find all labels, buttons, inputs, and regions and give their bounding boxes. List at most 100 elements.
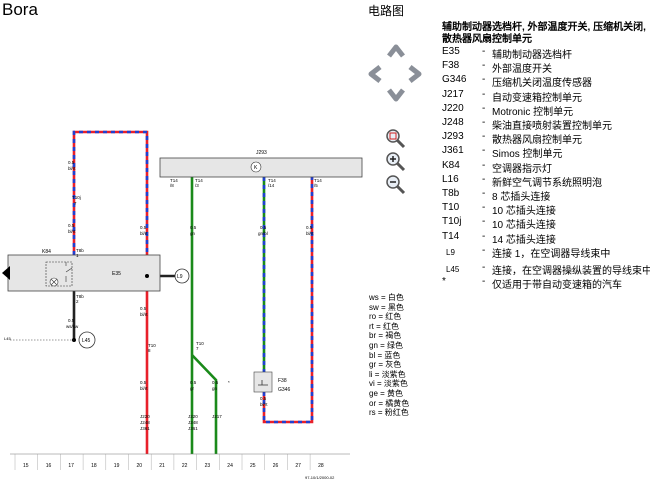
wire-label-t10-b: T10 [196,341,204,346]
wire-label-star: * [228,380,230,385]
legend-separator: - [482,117,486,128]
wire-label-t10j-pin: 7 [74,201,77,206]
wire-color-code: gr [369,360,377,370]
grid-number: 18 [91,463,97,469]
legend-code: E35 [442,46,460,57]
wire-label-w-g-size: 0.5 [190,225,197,230]
wire-label-t8b-top-pin: 1 [76,253,79,258]
e35-unit-box [7,254,161,292]
legend-code: G346 [442,74,467,86]
legend-separator: - [482,275,486,287]
grid-number: 16 [46,463,52,469]
wire-color-code: rt [369,321,374,331]
pan-up-icon[interactable] [386,42,406,60]
wire-label-w-l-color: gn [212,386,218,391]
wire-color-row: rs = 粉红色 [369,408,409,418]
wire-label-dest-1b: J248 [140,420,150,425]
l45-left-label: L45 [4,336,11,341]
l9-connector [174,268,190,284]
wire-top-loop-stripe [72,130,149,276]
legend-separator: - [482,173,486,185]
wire-label-w-h-size: 0.5 [260,225,267,230]
legend-description: 自动变速箱控制单元 [492,92,582,104]
legend-code: J248 [442,117,464,128]
wire-color-name: 褐色 [385,331,402,341]
wire-label-w-k-color: gr [190,386,195,391]
wire-label-t10j: T10j [72,195,81,200]
wire-label-t14-3: T14 [268,178,276,183]
legend-description: Motronic 控制单元 [492,106,574,118]
legend-description: 10 芯插头连接 [492,206,556,218]
wire-label-t14-4-pin: /5 [314,183,318,188]
legend-code: F38 [442,60,460,72]
wire-label-w-b-color: bl/rt [68,229,76,234]
grid-number: 20 [137,463,143,469]
wire-color-name: 白色 [387,293,404,302]
legend-code: T14 [442,230,460,242]
wire-label-w-f-color: bl/rt [140,386,148,391]
wire-label-w-l-size: 0.5 [212,380,219,385]
wire-label-dest-2a: J220 [188,414,198,419]
wire-color-name: 红色 [383,321,400,331]
legend-description: 14 芯插头连接 [492,234,556,246]
app-title: Bora [2,0,38,19]
wire-label-t14-1: T14 [170,178,178,183]
grid-number: 22 [182,463,188,469]
legend-separator: - [482,230,486,242]
legend-separator: - [482,74,486,86]
wire-color-row: ge = 黄色 [369,388,404,398]
legend-code: L9 [446,247,455,257]
wire-color-row: gn = 绿色 [369,340,404,350]
wire-color-name: 黄色 [387,388,404,398]
legend-separator: - [482,244,486,256]
wire-label-w-c-color: bl/rt [140,312,148,317]
wire-color-row: sw = 黑色 [369,302,404,312]
wire-color-row: ws = 白色 [369,293,404,302]
zoom-in-icon[interactable] [385,151,407,173]
wire-color-row: gr = 灰色 [369,360,402,370]
g346-label: G346 [278,387,290,393]
wire-label-w-k-size: 0.5 [190,380,197,385]
legend-code: J220 [442,102,464,114]
pan-down-icon[interactable] [386,86,406,104]
grid-number: 28 [318,463,324,469]
legend-code: L16 [442,173,459,185]
wire-color-name: 红色 [385,312,402,322]
wire-label-w-i-color: bl/rt [306,231,314,236]
legend-separator: - [482,159,486,171]
wire-green-2 [191,354,218,454]
wire-color-row: or = 橘黄色 [369,398,410,408]
legend-description: 8 芯插头连接 [492,192,551,203]
k84-label: K84 [42,249,51,255]
wire-label-t14-4: T14 [314,178,322,183]
legend-separator: - [482,46,486,57]
legend-separator: - [482,261,486,273]
legend-description: 散热器风扇控制单元 [492,135,582,147]
wire-color-code: sw [369,302,379,312]
wire-color-row: li = 淡紫色 [369,369,406,379]
wire-color-code: br [369,331,377,341]
wire-label-w-d-color: ws/sw [66,324,79,329]
legend-description: 压缩机关闭温度传感器 [492,78,592,90]
pan-right-icon[interactable] [406,64,424,84]
wire-label-w-f-size: 0.5 [140,380,147,385]
pan-left-icon[interactable] [366,64,384,84]
legend-description: 连接，在空调器操纵装置的导线束中 [492,265,650,277]
footer-code: 97-10/1/2000-02 [305,475,335,480]
wire-color-code: ws [369,293,379,302]
k-label: K [254,165,258,171]
wire-color-name: 灰色 [385,360,402,370]
wire-label-w-j-color: bl/rt [260,402,268,407]
grid-number: 23 [205,463,211,469]
wire-label-t10-b-pin: 7 [196,346,199,351]
left-arrow-icon [2,266,10,280]
legend-code: * [442,275,446,287]
wire-label-w-j-size: 0.5 [260,396,267,401]
legend-description: 连接 1，在空调器导线束中 [492,248,611,260]
legend-description: 10 芯插头连接 [492,220,556,232]
wire-f38-loop-stripe [262,177,314,424]
zoom-fit-icon[interactable] [385,128,407,150]
wire-color-name: 橘黄色 [385,398,410,408]
zoom-out-icon[interactable] [385,174,407,196]
